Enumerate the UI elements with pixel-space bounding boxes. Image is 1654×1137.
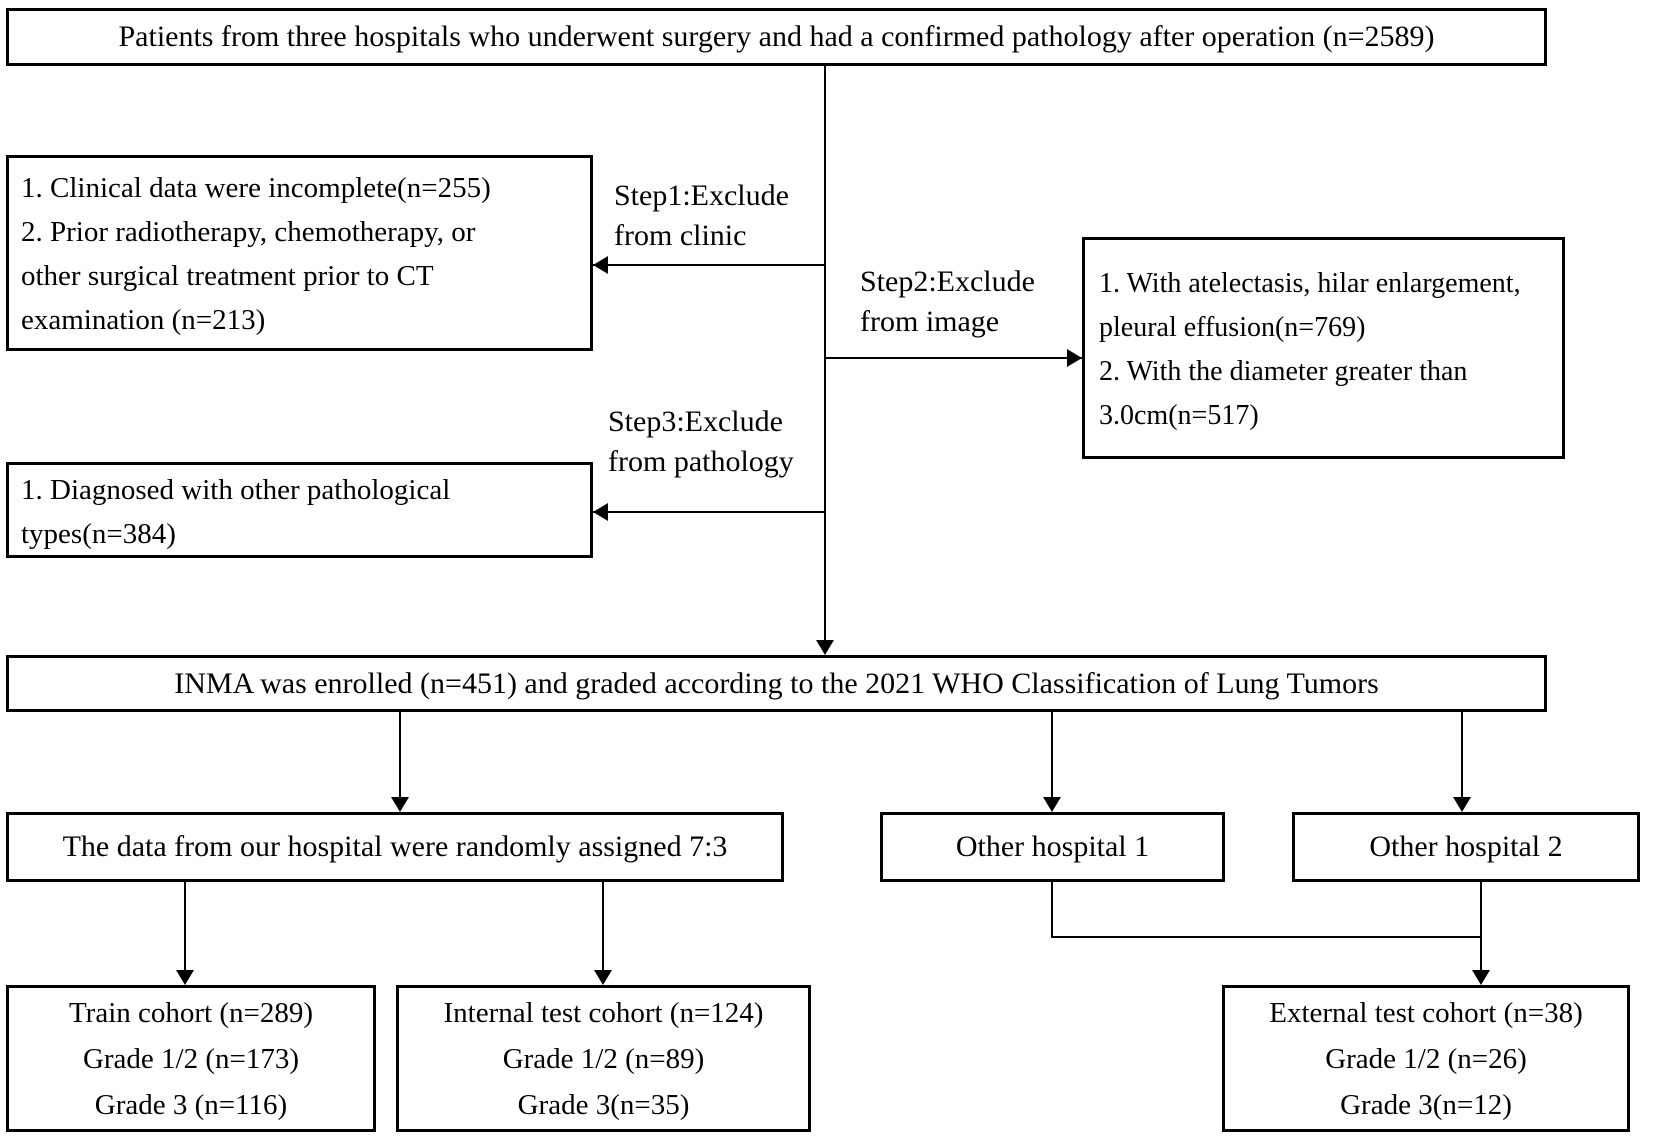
arrowhead-down-icon <box>1453 797 1471 812</box>
arrowhead-down-icon <box>176 970 194 985</box>
step1-arrow-line <box>593 264 824 266</box>
arrowhead-down-icon <box>1043 797 1061 812</box>
other-hospital-1-box: Other hospital 1 <box>880 812 1225 882</box>
arrowhead-left-icon <box>593 256 608 274</box>
connector-line <box>184 882 186 971</box>
assignment-box: The data from our hospital were randomly… <box>6 812 784 882</box>
train-cohort-box: Train cohort (n=289) Grade 1/2 (n=173) G… <box>6 985 376 1132</box>
step2-arrow-line <box>826 357 1082 359</box>
step2-label: Step2:Exclude from image <box>860 265 1035 338</box>
arrowhead-down-icon <box>1472 970 1490 985</box>
other-hospital-2-box: Other hospital 2 <box>1292 812 1640 882</box>
image-exclusion-box: 1. With atelectasis, hilar enlargement, … <box>1082 237 1565 459</box>
connector-line <box>1051 712 1053 798</box>
external-test-cohort-box: External test cohort (n=38) Grade 1/2 (n… <box>1222 985 1630 1132</box>
arrowhead-down-icon <box>816 640 834 655</box>
pathology-exclusion-box: 1. Diagnosed with other pathological typ… <box>6 462 593 558</box>
central-connector-line <box>824 66 826 643</box>
arrowhead-down-icon <box>391 797 409 812</box>
clinical-exclusion-box: 1. Clinical data were incomplete(n=255) … <box>6 155 593 351</box>
connector-line <box>1051 882 1053 938</box>
internal-test-cohort-box: Internal test cohort (n=124) Grade 1/2 (… <box>396 985 811 1132</box>
connector-line <box>602 882 604 971</box>
step1-label: Step1:Exclude from clinic <box>614 179 789 252</box>
patients-box: Patients from three hospitals who underw… <box>6 8 1547 66</box>
connector-line <box>1461 712 1463 798</box>
arrowhead-right-icon <box>1067 349 1082 367</box>
connector-line <box>1480 882 1482 971</box>
enrolled-box: INMA was enrolled (n=451) and graded acc… <box>6 655 1547 712</box>
connector-line <box>1051 936 1482 938</box>
arrowhead-down-icon <box>594 970 612 985</box>
connector-line <box>399 712 401 798</box>
step3-arrow-line <box>593 511 824 513</box>
step3-label: Step3:Exclude from pathology <box>608 405 794 478</box>
arrowhead-left-icon <box>593 503 608 521</box>
